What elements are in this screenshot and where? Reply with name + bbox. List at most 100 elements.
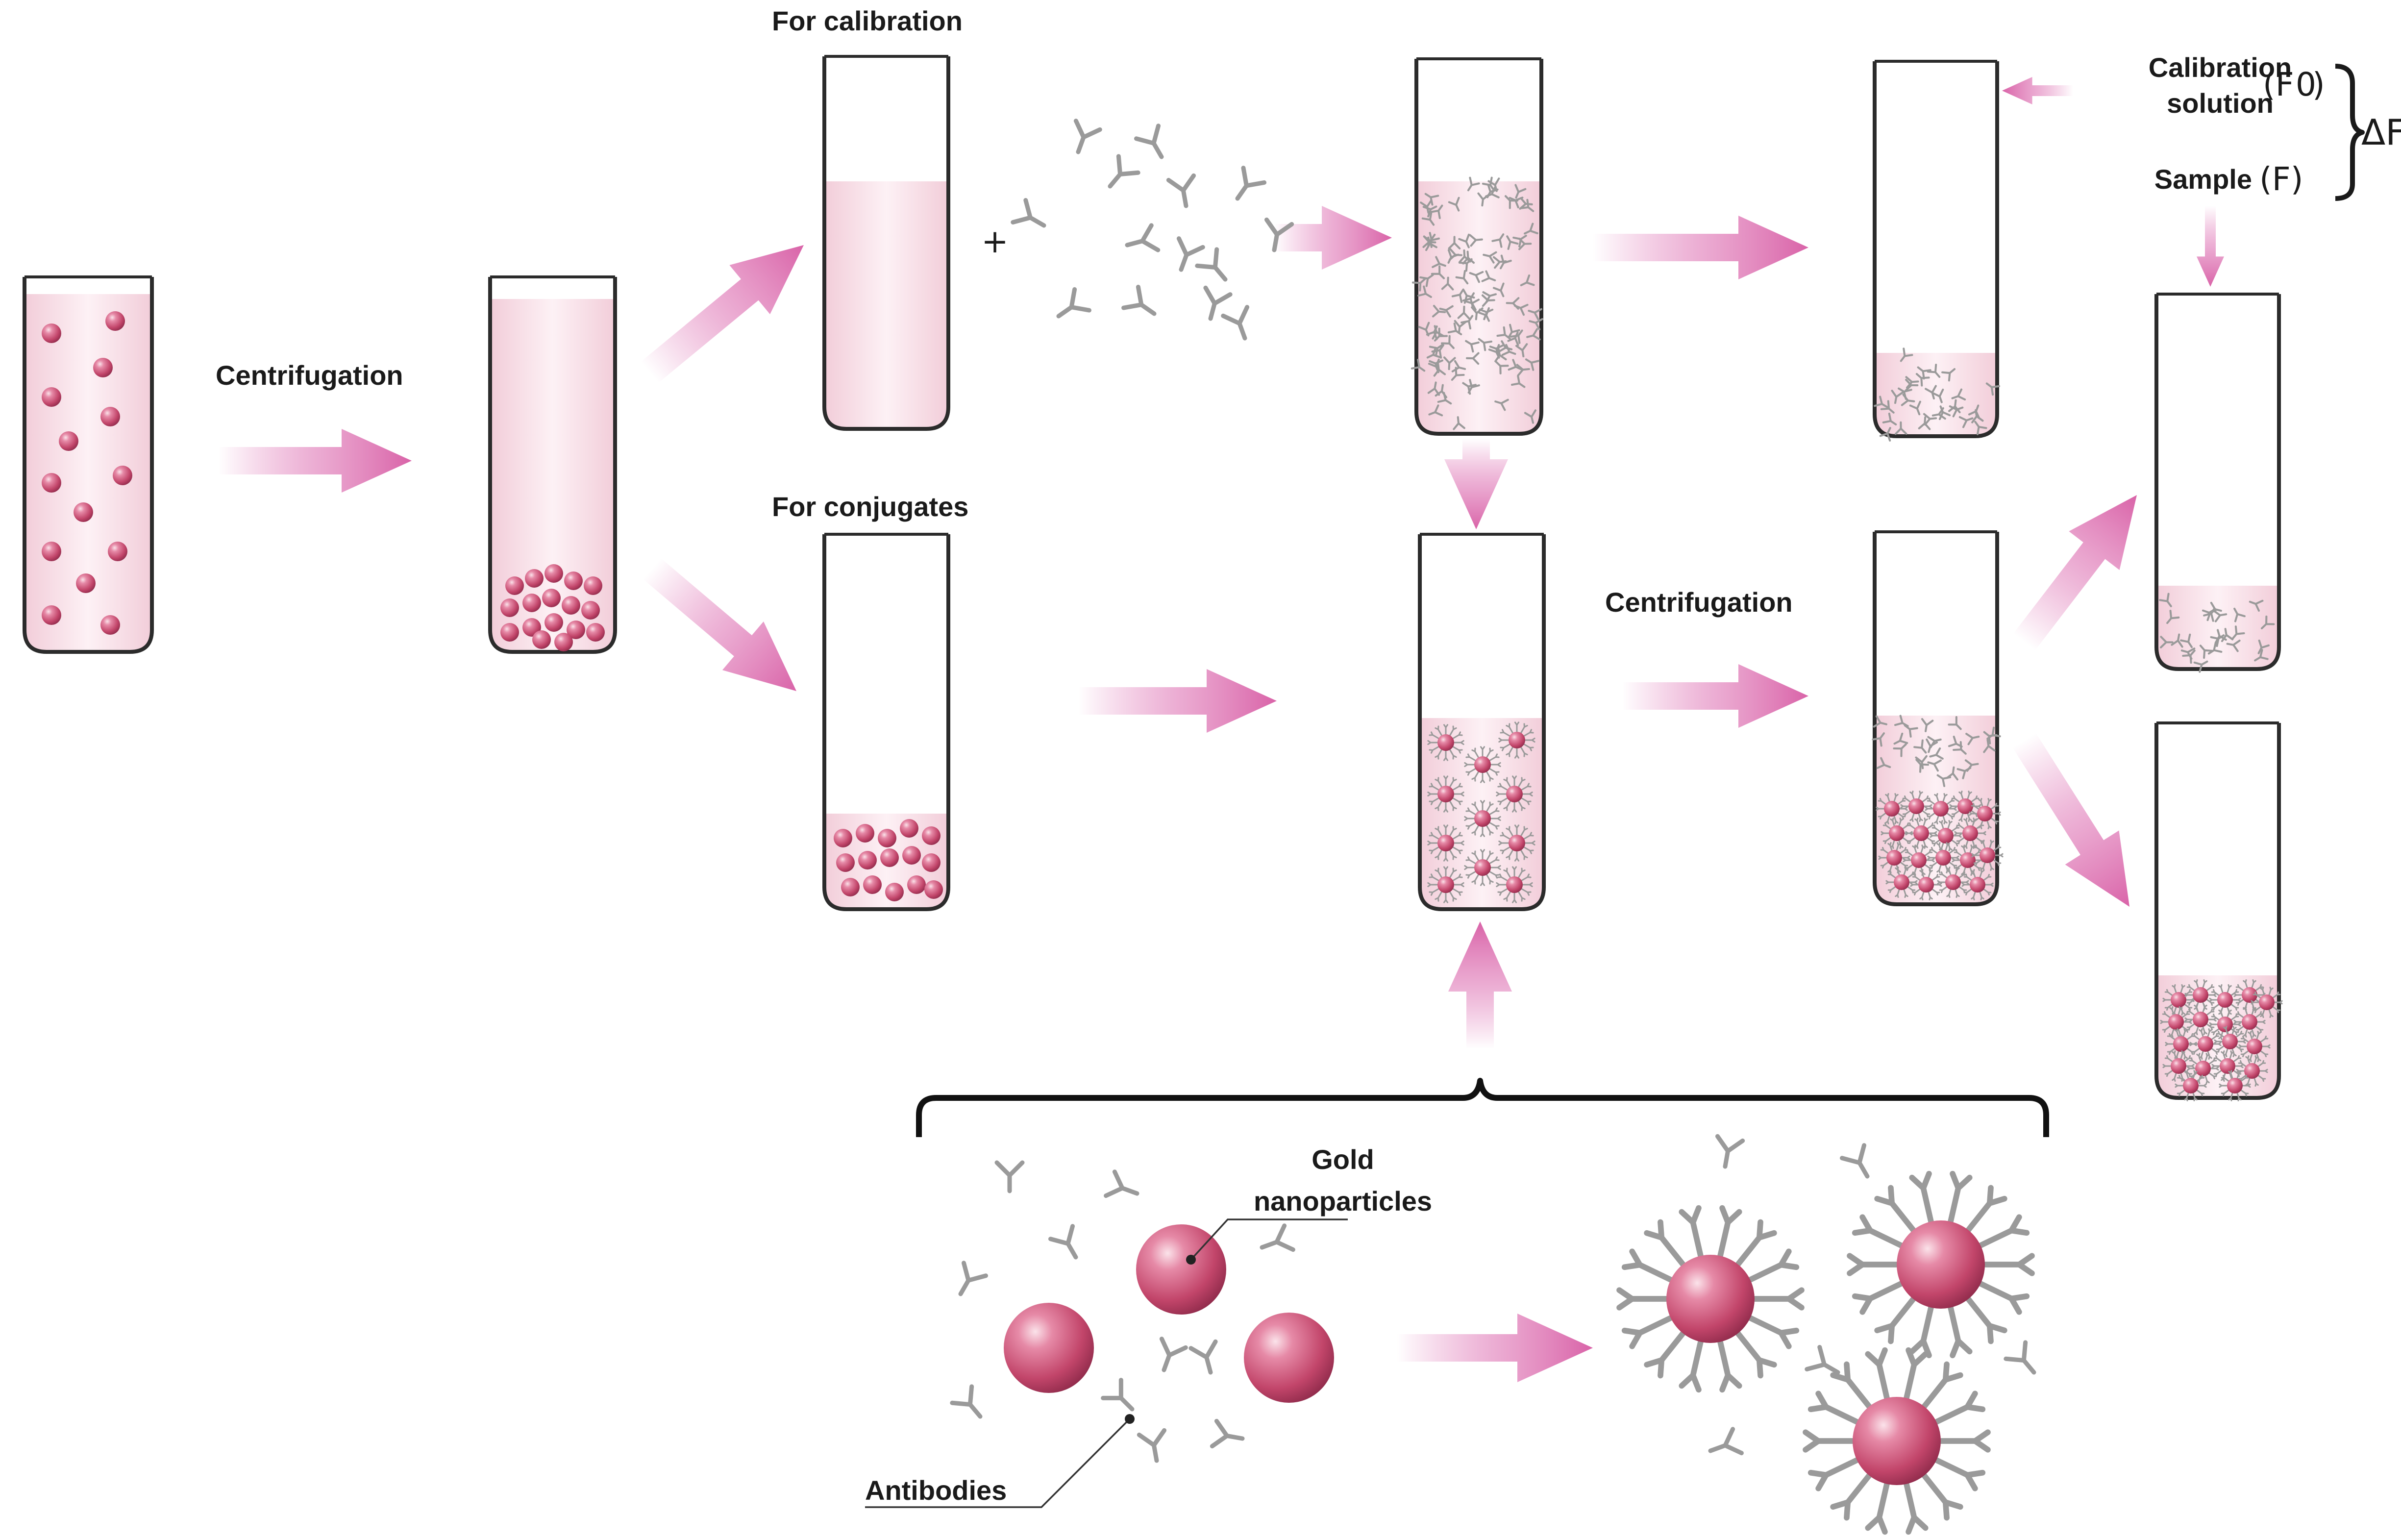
antibody: [952, 1387, 990, 1425]
gold-nanoparticle: [1474, 859, 1491, 876]
conjugated-nanoparticle: [2189, 1028, 2222, 1060]
conjugated-nanoparticle: [2160, 1006, 2192, 1038]
antibody: [1706, 1429, 1741, 1463]
conjugated-nanoparticle: [1937, 867, 1969, 898]
gold-nanoparticle: [2198, 1036, 2213, 1052]
gold-nanoparticle: [567, 621, 585, 639]
conjugated-nanoparticle: [2233, 1006, 2266, 1038]
gold-nanoparticle: [93, 358, 113, 377]
gold-leader-line: [1190, 1218, 1348, 1261]
tube-calibration-with-antibodies: [1412, 57, 1543, 436]
centrifugation-label-2: Centrifugation: [1605, 587, 1793, 618]
gold-nanoparticle: [2247, 1039, 2262, 1054]
conjugated-nanoparticle: [1930, 820, 1962, 851]
calibration-solution-label-line1: Calibration: [2149, 52, 2292, 83]
f0-label: (F 0 ): [2263, 66, 2325, 103]
conjugated-nanoparticle: [2236, 1055, 2268, 1087]
gold-nanoparticle: [2171, 992, 2186, 1008]
conjugated-nanoparticle: [1464, 849, 1501, 886]
conjugated-nanoparticle: [1925, 793, 1957, 824]
process-arrow: [1448, 921, 1512, 1049]
tube-for-conjugates: [822, 533, 950, 911]
antibody: [1051, 289, 1089, 326]
gold-nanoparticle: [2242, 1014, 2257, 1030]
gold-nanoparticle: [1911, 852, 1927, 868]
antibody-gold-conjugates: [1616, 1136, 2044, 1535]
gold-nanoparticle: [42, 542, 61, 561]
antibody: [1100, 156, 1138, 195]
gold-nanoparticle: [863, 875, 882, 894]
gold-nanoparticle: [505, 576, 524, 595]
gold-nanoparticle: [1437, 835, 1454, 851]
gold-nanoparticle: [2193, 987, 2208, 1003]
gold-nanoparticle: [586, 623, 605, 642]
process-arrow: [1444, 439, 1508, 529]
conjugated-nanoparticle: [2162, 1050, 2195, 1082]
gold-nanoparticle: [2217, 1017, 2233, 1032]
tube-conjugation-mixture: [1418, 533, 1546, 911]
antibodies-label: Antibodies: [865, 1475, 1007, 1506]
gold-nanoparticle: [1506, 876, 1523, 893]
gold-nanoparticle: [1918, 877, 1934, 893]
antibody: [1842, 1145, 1878, 1183]
gold-nanoparticle: [878, 829, 896, 847]
svg-text:): ): [2312, 66, 2325, 103]
antibody: [1223, 307, 1257, 343]
conjugated-nanoparticle: [2184, 979, 2217, 1011]
gold-nanoparticle: [42, 323, 61, 343]
process-arrow: [2002, 77, 2073, 104]
antibody: [1124, 287, 1162, 324]
process-arrow: [1274, 206, 1392, 270]
gold-nanoparticle: [1474, 810, 1491, 827]
antibody: [1013, 200, 1050, 236]
gold-label-line1: Gold: [1312, 1144, 1374, 1175]
gold-nanoparticle: [856, 824, 874, 843]
gold-nanoparticle: [2193, 1012, 2208, 1027]
sample-label: Sample: [2154, 164, 2252, 195]
gold-nanoparticle: [2227, 1078, 2243, 1093]
gold-nanoparticle: [924, 880, 943, 899]
conjugated-nanoparticle: [2238, 1031, 2271, 1062]
gold-nanoparticle: [2183, 1078, 2199, 1093]
gold-nanoparticle: [1894, 874, 1909, 890]
gold-nanoparticle: [907, 875, 926, 894]
conjugated-nanoparticle: [1498, 721, 1535, 759]
gold-nanoparticle: [1666, 1255, 1755, 1343]
svg-text:0: 0: [2296, 66, 2316, 103]
gold-nanoparticle: [2259, 994, 2275, 1010]
gold-nanoparticle: [902, 846, 921, 865]
antibody: [1106, 1172, 1141, 1206]
antibody: [1050, 1226, 1087, 1264]
gold-nanoparticle: [2168, 1014, 2184, 1030]
gold-nanoparticle: [525, 569, 544, 588]
gold-nanoparticle: [2171, 1058, 2186, 1074]
process-arrow: [218, 429, 412, 493]
conjugated-nanoparticle: [1876, 793, 1908, 824]
gold-nanoparticle: [2195, 1061, 2211, 1076]
gold-nanoparticle: [76, 573, 96, 593]
conjugated-nanoparticle: [2219, 1070, 2251, 1101]
conjugated-nanoparticle: [2175, 1070, 2207, 1101]
gold-nanoparticle: [59, 431, 78, 451]
gold-nanoparticle: [1004, 1303, 1094, 1393]
gold-nanoparticle: [1474, 756, 1491, 773]
gold-nanoparticle: [522, 594, 541, 612]
conjugated-nanoparticle: [1427, 724, 1464, 761]
antibody: [997, 1163, 1022, 1191]
gold-nanoparticle: [1977, 806, 1993, 821]
gold-nanoparticle: [1506, 786, 1523, 802]
gold-nanoparticle: [545, 564, 563, 583]
conjugated-nanoparticle: [1427, 866, 1464, 903]
process-arrows: [218, 77, 2224, 1382]
antibody: [1066, 121, 1100, 156]
tube-centrifuged-conjugates: [1873, 530, 2004, 906]
process-arrow: [643, 558, 797, 692]
conjugated-nanoparticle: [1847, 1170, 2035, 1359]
process-arrow: [1397, 1314, 1593, 1382]
gold-nanoparticle: [841, 878, 860, 896]
gold-nanoparticle: [2217, 992, 2233, 1008]
gold-nanoparticle: [1136, 1224, 1226, 1315]
gold-nanoparticle: [108, 542, 127, 561]
conjugated-nanoparticle: [1464, 800, 1501, 837]
